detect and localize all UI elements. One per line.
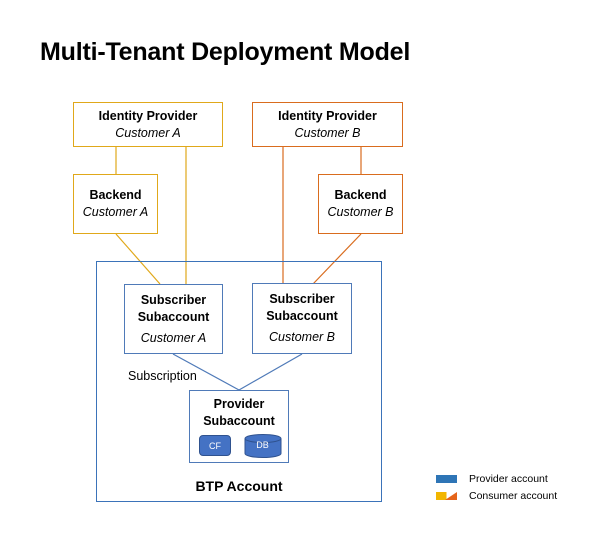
subscriber-b-line2: Subaccount [266, 309, 338, 323]
provider-line2: Subaccount [203, 414, 275, 428]
backend-b-title: Backend [334, 188, 387, 202]
identity-provider-b-subtitle: Customer B [294, 125, 361, 140]
identity-provider-a-box: Identity Provider Customer A [73, 102, 223, 147]
database-icon [244, 434, 282, 458]
subscriber-subaccount-a-box: Subscriber Subaccount Customer A [124, 284, 223, 354]
subscriber-subaccount-b-box: Subscriber Subaccount Customer B [252, 283, 352, 354]
btp-account-box: BTP Account [96, 261, 382, 502]
legend-consumer-swatch [436, 492, 457, 500]
subscription-label: Subscription [128, 369, 197, 383]
subscriber-a-line2: Subaccount [137, 309, 210, 324]
provider-line1: Provider [213, 397, 265, 411]
diagram-title: Multi-Tenant Deployment Model [40, 38, 411, 66]
backend-a-box: Backend Customer A [73, 174, 158, 234]
subscriber-a-line1: Subscriber [140, 292, 207, 307]
legend-provider-swatch [436, 475, 457, 483]
database-label: DB [256, 440, 269, 450]
connector-subscriber-b-provider [238, 353, 303, 391]
cf-runtime-icon: CF [199, 435, 231, 456]
identity-provider-b-title: Identity Provider [278, 108, 377, 123]
backend-a-subtitle: Customer A [82, 205, 149, 219]
connector-backend-b-subscriber-b [312, 233, 362, 285]
identity-provider-b-box: Identity Provider Customer B [252, 102, 403, 147]
identity-provider-a-subtitle: Customer A [115, 125, 181, 140]
subscriber-a-subtitle: Customer A [140, 330, 207, 345]
legend-consumer-label: Consumer account [469, 490, 558, 502]
btp-account-label: BTP Account [195, 478, 283, 494]
connector-subscriber-a-provider [172, 353, 240, 391]
legend-provider-label: Provider account [469, 473, 548, 485]
backend-b-subtitle: Customer B [327, 205, 394, 219]
connector-backend-a-subscriber-a [115, 233, 161, 285]
subscriber-b-subtitle: Customer B [269, 330, 335, 344]
backend-a-title: Backend [89, 188, 142, 202]
subscriber-b-line1: Subscriber [269, 292, 335, 306]
backend-b-box: Backend Customer B [318, 174, 403, 234]
identity-provider-a-title: Identity Provider [98, 108, 198, 123]
